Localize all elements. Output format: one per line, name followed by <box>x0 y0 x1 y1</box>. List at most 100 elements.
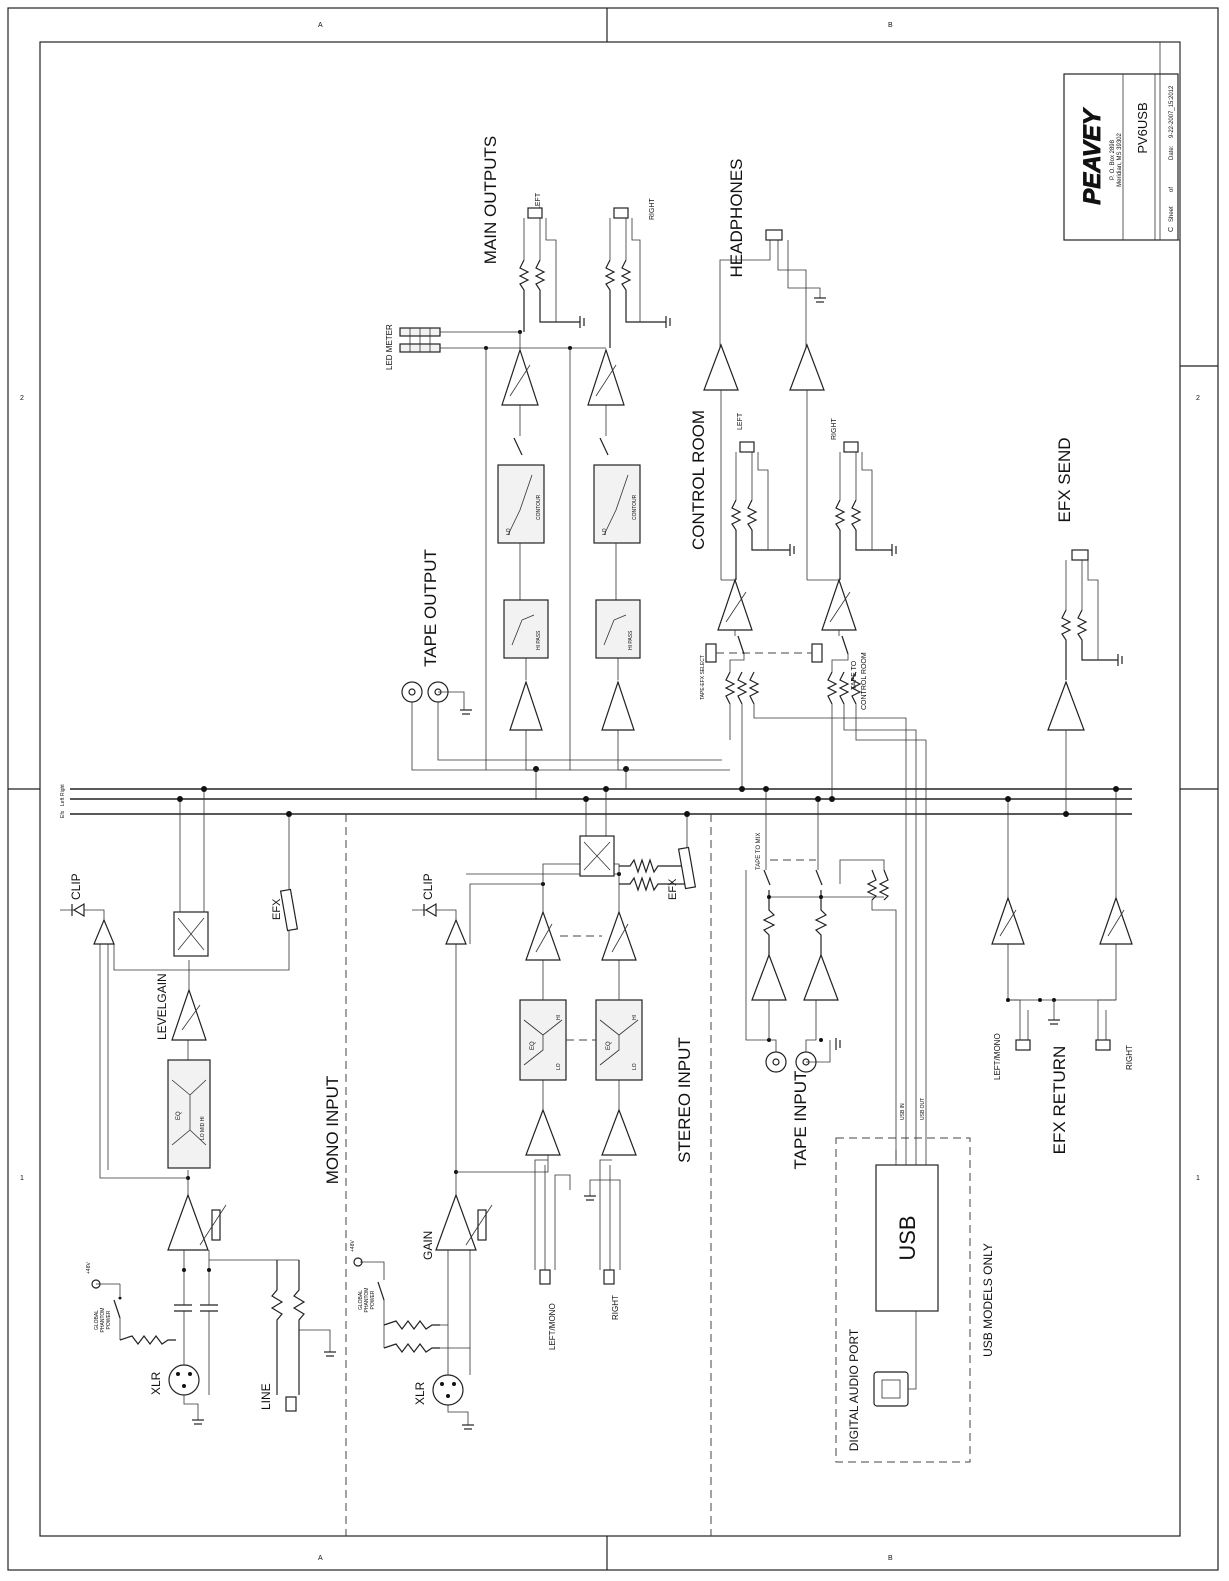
stereo-input-title: STEREO INPUT <box>675 1037 694 1163</box>
cr-right-amp <box>821 578 857 631</box>
efx-return-right-label: RIGHT <box>1125 1045 1134 1070</box>
main-right-hipass-label: HI PASS <box>628 630 634 650</box>
mono-phantom-terminal <box>91 1279 101 1289</box>
tape-select-switch-right <box>811 643 823 663</box>
stereo-right-eq-lo: LO <box>632 1063 638 1070</box>
mono-phantom-resistor <box>119 1335 176 1345</box>
main-right-label: RIGHT <box>649 198 656 221</box>
usb-port-icon <box>873 1371 909 1407</box>
zone-bottom-a: A <box>318 1555 323 1562</box>
zone-bottom-b: B <box>888 1555 893 1562</box>
main-left-contour-lo: LO <box>506 528 512 535</box>
main-left-label: LEFT <box>535 192 542 210</box>
main-left-amp <box>501 348 539 406</box>
main-right-contour-label: CONTOUR <box>632 494 638 520</box>
main-outputs-section: MAIN OUTPUTS LED METER LEFT LO CONTOUR <box>385 136 671 799</box>
mono-input-title: MONO INPUT <box>323 1076 342 1185</box>
zone-top-a: A <box>318 22 323 29</box>
mono-levelgain-label: LEVELGAIN <box>155 973 169 1040</box>
headphones-jack <box>765 229 783 241</box>
mono-efx-pot <box>279 888 299 932</box>
control-room-section: CONTROL ROOM LEFT RIGHT TAPE-EFX SELECT … <box>689 410 926 802</box>
efx-return-right-jack <box>1095 1039 1111 1051</box>
stereo-left-eq-label: EQ <box>530 1041 536 1050</box>
stereo-right-eq <box>595 999 643 1081</box>
mono-clip-led <box>72 902 85 918</box>
headphones-section: HEADPHONES <box>703 158 826 580</box>
zone-right-2: 2 <box>1196 395 1200 402</box>
mono-eq-block <box>167 1059 211 1169</box>
efx-return-left-amp <box>991 896 1025 945</box>
stereo-right-jack <box>603 1269 615 1285</box>
main-right-hipass <box>595 599 641 659</box>
tape-input-left-amp <box>751 953 787 1001</box>
mono-preamp <box>167 1193 209 1251</box>
tape-input-rca-left <box>765 1051 787 1073</box>
sheet-prefix: C <box>1168 227 1175 232</box>
stereo-phantom-voltage: +48V <box>350 1240 356 1252</box>
main-right-input-amp <box>601 680 635 731</box>
stereo-xlr-label: XLR <box>413 1381 427 1405</box>
cr-left-jack <box>739 441 755 453</box>
zone-left-2: 2 <box>20 395 24 402</box>
stereo-clip-led <box>424 902 437 918</box>
headphones-right-amp <box>789 343 825 391</box>
mono-eq-label: EQ <box>176 1111 182 1120</box>
main-left-contour-label: CONTOUR <box>536 494 542 520</box>
stereo-xlr-connector <box>432 1374 464 1406</box>
main-left-hipass <box>503 599 549 659</box>
peavey-logo: PEAVEY <box>1079 107 1106 205</box>
stereo-gain-amp <box>435 1193 477 1251</box>
title-address-2: Meridian, MS 39302 <box>1117 132 1123 186</box>
efx-return-right-amp <box>1099 896 1133 945</box>
stereo-input-section: STEREO INPUT XLR +48V GLOBAL PHANTOM POW… <box>350 786 697 1430</box>
tape-input-title: TAPE INPUT <box>791 1071 810 1170</box>
stereo-right-level-amp <box>601 910 637 961</box>
main-left-contour <box>497 464 545 544</box>
stereo-right-buffer <box>601 1108 637 1156</box>
model-name: PV6USB <box>1135 102 1150 153</box>
mono-level-amp <box>171 988 207 1041</box>
stereo-right-eq-hi: HI <box>632 1015 638 1020</box>
main-outputs-title: MAIN OUTPUTS <box>481 136 500 264</box>
usb-out-label: USB OUT <box>920 1098 926 1120</box>
tape-input-section: TAPE INPUT TAPE TO MIX <box>745 786 897 1170</box>
cr-left-amp <box>717 578 753 631</box>
stereo-left-mono-label: LEFT/MONO <box>548 1303 557 1350</box>
tape-input-right-amp <box>803 953 839 1001</box>
stereo-gain-label: GAIN <box>421 1231 435 1260</box>
main-right-amp <box>587 348 625 406</box>
main-right-jack <box>613 207 629 219</box>
usb-models-only: USB MODELS ONLY <box>981 1243 995 1357</box>
stereo-right-label: RIGHT <box>611 1295 620 1320</box>
digital-audio-port-label: DIGITAL AUDIO PORT <box>847 1328 861 1451</box>
mono-input-section: MONO INPUT XLR +48V GLOBAL PHANTOM POWER… <box>60 786 342 1425</box>
bus-left-label: Left <box>60 797 66 806</box>
tape-output-rca-left <box>401 681 423 703</box>
bus-right-label: Right <box>60 784 66 796</box>
tape-select-label: TAPE-EFX SELECT <box>700 655 706 700</box>
title-address-1: P. O. Box 2898 <box>1110 139 1116 180</box>
cr-left-label: LEFT <box>737 412 744 430</box>
headphones-left-amp <box>703 343 739 391</box>
control-room-title: CONTROL ROOM <box>689 410 708 550</box>
usb-section: USB USB MODELS ONLY DIGITAL AUDIO PORT U… <box>835 740 995 1463</box>
main-right-contour-lo: LO <box>602 528 608 535</box>
stereo-clip-comparator <box>445 918 467 945</box>
mono-clip-comparator <box>93 918 115 945</box>
efx-return-left-jack <box>1015 1039 1031 1051</box>
stereo-efx-pot <box>677 846 697 890</box>
mono-eq-bands: LO MID HI <box>200 1116 206 1140</box>
efx-send-section: EFX SEND <box>1047 437 1123 817</box>
main-left-jack <box>527 207 543 219</box>
stereo-phantom-label-3: POWER <box>370 1290 376 1309</box>
date-label: Date: <box>1169 145 1175 160</box>
stereo-efx-label: EFX <box>667 878 679 900</box>
mono-phantom-label-1: GLOBAL <box>94 1310 100 1330</box>
tape-output-section: TAPE OUTPUT <box>401 549 730 771</box>
usb-in-label: USB IN <box>900 1103 906 1120</box>
zone-right-1: 1 <box>1196 1175 1200 1182</box>
led-meter <box>399 327 441 353</box>
of-label: of <box>1169 187 1175 192</box>
